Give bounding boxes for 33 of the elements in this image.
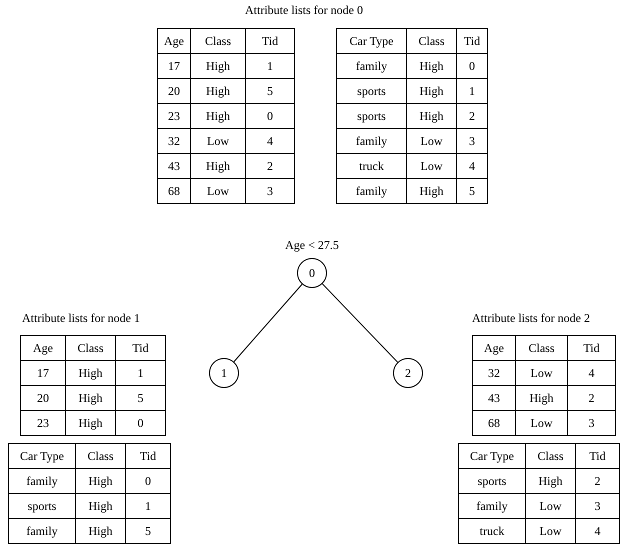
- table-cell: 3: [567, 410, 616, 436]
- header-cell: Tid: [245, 28, 295, 54]
- header-cell: Tid: [456, 28, 488, 54]
- table-cell: 68: [157, 178, 191, 204]
- table-cell: 3: [245, 178, 295, 204]
- table-cell: 23: [20, 410, 66, 436]
- header-cell: Tid: [115, 335, 166, 361]
- header-cell: Tid: [575, 443, 620, 469]
- header-cell: Age: [472, 335, 516, 361]
- header-cell: Tid: [125, 443, 171, 469]
- tree-branch: [233, 284, 303, 362]
- tree-node-circle: 2: [393, 358, 423, 388]
- header-cell: Age: [157, 28, 191, 54]
- tree-branch: [322, 283, 398, 363]
- table-cell: truck: [458, 518, 526, 544]
- header-cell: Car Type: [336, 28, 407, 54]
- table-title: Attribute lists for node 2: [472, 311, 590, 325]
- header-cell: Age: [20, 335, 66, 361]
- table-cell: 0: [115, 410, 166, 436]
- table-cell: family: [8, 518, 76, 544]
- split-condition: Age < 27.5: [285, 238, 339, 253]
- header-cell: Tid: [567, 335, 616, 361]
- table-cell: 68: [472, 410, 516, 436]
- table-cell: 5: [125, 518, 171, 544]
- table-cell: 5: [456, 178, 488, 204]
- table-cell: family: [336, 178, 407, 204]
- table-title: Attribute lists for node 1: [22, 311, 140, 325]
- tree-node-circle: 1: [209, 358, 239, 388]
- table-cell: 4: [575, 518, 620, 544]
- header-cell: Car Type: [8, 443, 76, 469]
- table-title: Attribute lists for node 0: [245, 3, 363, 17]
- tree-node-circle: 0: [297, 258, 327, 288]
- header-cell: Car Type: [458, 443, 526, 469]
